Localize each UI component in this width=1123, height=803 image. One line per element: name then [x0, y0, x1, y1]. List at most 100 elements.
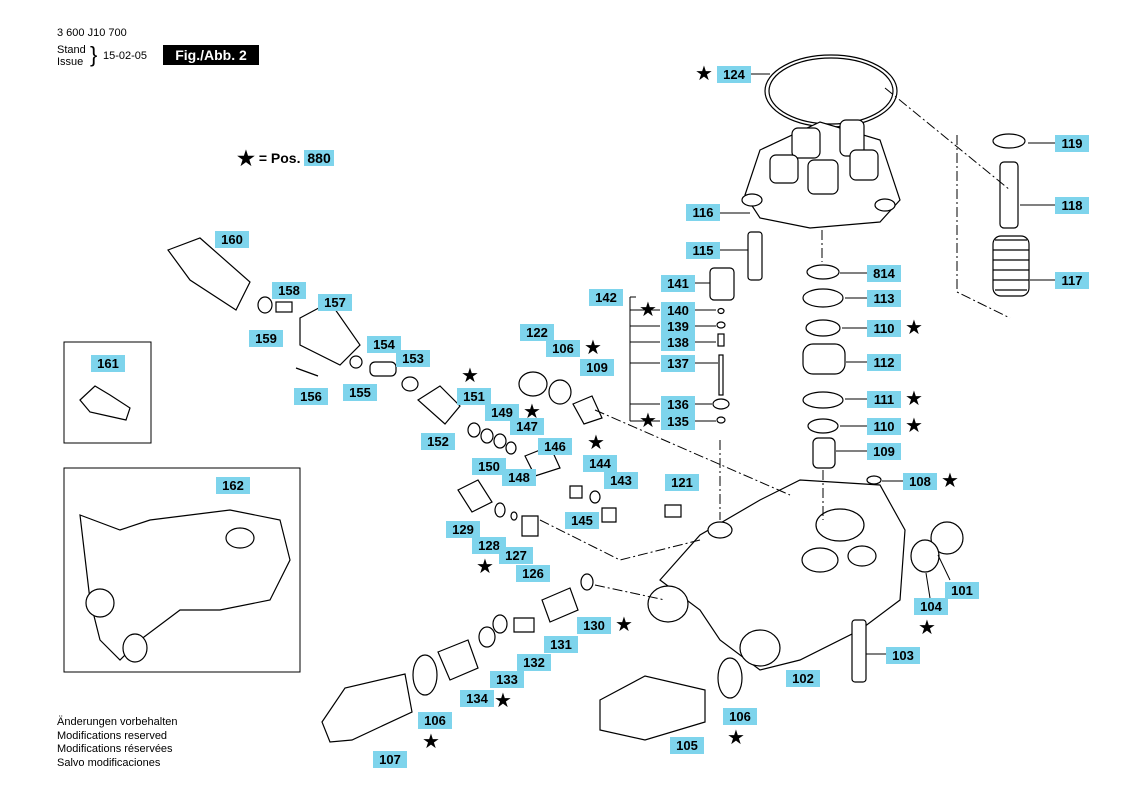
star-icon: ★ — [905, 317, 923, 339]
star-icon: ★ — [237, 148, 255, 170]
issue-date: 15-02-05 — [103, 50, 148, 62]
part-label-102: 102 — [786, 670, 820, 687]
part-label-101: 101 — [945, 582, 979, 599]
part-label-107: 107 — [373, 751, 407, 768]
star-icon: ★ — [727, 727, 745, 749]
part-label-138: 138 — [661, 334, 695, 351]
part-label-145: 145 — [565, 512, 599, 529]
part-label-106c: 106 — [723, 708, 757, 725]
nipple-105 — [599, 675, 706, 741]
part-label-126: 126 — [516, 565, 550, 582]
part-label-118: 118 — [1055, 197, 1089, 214]
part-label-154: 154 — [367, 336, 401, 353]
part-label-109: 109 — [867, 443, 901, 460]
legend-pos: Pos. — [270, 150, 301, 166]
stand-label: Stand — [57, 44, 86, 56]
part-label-108: 108 — [903, 473, 937, 490]
part-label-155: 155 — [343, 384, 377, 401]
footer-line-es: Salvo modificaciones — [57, 756, 161, 769]
part-label-113: 113 — [867, 290, 901, 307]
footer-line-en: Modifications reserved — [57, 729, 168, 742]
sleeve-157 — [299, 301, 361, 366]
legend-equals: = — [258, 150, 268, 166]
part-label-131: 131 — [544, 636, 578, 653]
part-label-115: 115 — [686, 242, 720, 259]
part-label-160: 160 — [215, 231, 249, 248]
part-label-137: 137 — [661, 355, 695, 372]
coupling-160 — [167, 237, 251, 311]
part-number: 3 600 J10 700 — [57, 27, 127, 39]
screw-115 — [747, 231, 763, 281]
part-label-111: 111 — [867, 391, 901, 408]
part-label-148: 148 — [502, 469, 536, 486]
part-label-121: 121 — [665, 474, 699, 491]
part-label-103: 103 — [886, 647, 920, 664]
star-legend: ★ = Pos. 880 — [237, 146, 334, 171]
part-label-161: 161 — [91, 355, 125, 372]
part-label-162: 162 — [216, 477, 250, 494]
star-icon: ★ — [494, 690, 512, 712]
spring-117 — [993, 239, 1029, 291]
part-label-104: 104 — [914, 598, 948, 615]
figure-title: Fig./Abb. 2 — [163, 45, 259, 65]
star-icon: ★ — [918, 617, 936, 639]
brace-icon: } — [90, 42, 98, 67]
star-icon: ★ — [639, 299, 657, 321]
star-icon: ★ — [584, 337, 602, 359]
part-label-129: 129 — [446, 521, 480, 538]
footer-notes: Änderungen vorbehalten Modifications res… — [57, 716, 177, 770]
part-label-127: 127 — [499, 547, 533, 564]
inset-161-frame — [63, 341, 152, 444]
part-label-109b: 109 — [580, 359, 614, 376]
star-icon: ★ — [422, 731, 440, 753]
nipple-107 — [321, 673, 413, 743]
part-label-110: 110 — [867, 320, 901, 337]
part-label-157: 157 — [318, 294, 352, 311]
part-label-153: 153 — [396, 350, 430, 367]
part-label-112: 112 — [867, 354, 901, 371]
part-label-150: 150 — [472, 458, 506, 475]
clip-119 — [992, 133, 1026, 149]
star-icon: ★ — [461, 365, 479, 387]
star-icon: ★ — [905, 388, 923, 410]
part-label-119: 119 — [1055, 135, 1089, 152]
part-label-814: 814 — [867, 265, 901, 282]
part-label-135: 135 — [661, 413, 695, 430]
part-label-130: 130 — [577, 617, 611, 634]
part-label-142: 142 — [589, 289, 623, 306]
star-icon: ★ — [523, 401, 541, 423]
part-label-116: 116 — [686, 204, 720, 221]
manifold-102 — [659, 479, 906, 671]
part-label-132: 132 — [517, 654, 551, 671]
part-label-143: 143 — [604, 472, 638, 489]
issue-label: Issue — [57, 56, 84, 68]
part-label-134: 134 — [460, 690, 494, 707]
star-icon: ★ — [476, 556, 494, 578]
part-label-110b: 110 — [867, 418, 901, 435]
legend-number: 880 — [304, 150, 334, 166]
part-label-136: 136 — [661, 396, 695, 413]
footer-line-fr: Modifications réservées — [57, 743, 173, 755]
part-label-122: 122 — [520, 324, 554, 341]
star-icon: ★ — [695, 63, 713, 85]
part-label-106: 106 — [546, 340, 580, 357]
part-label-146: 146 — [538, 438, 572, 455]
part-label-124: 124 — [717, 66, 751, 83]
star-icon: ★ — [941, 470, 959, 492]
part-label-128: 128 — [472, 537, 506, 554]
part-label-117: 117 — [1055, 272, 1089, 289]
part-label-133: 133 — [490, 671, 524, 688]
star-icon: ★ — [905, 415, 923, 437]
part-label-151: 151 — [457, 388, 491, 405]
part-label-156: 156 — [294, 388, 328, 405]
part-label-106b: 106 — [418, 712, 452, 729]
part-label-105: 105 — [670, 737, 704, 754]
part-label-140: 140 — [661, 302, 695, 319]
inset-162-frame — [63, 467, 301, 673]
part-label-149: 149 — [485, 404, 519, 421]
star-icon: ★ — [639, 410, 657, 432]
part-label-152: 152 — [421, 433, 455, 450]
part-label-147: 147 — [510, 418, 544, 435]
part-label-159: 159 — [249, 330, 283, 347]
